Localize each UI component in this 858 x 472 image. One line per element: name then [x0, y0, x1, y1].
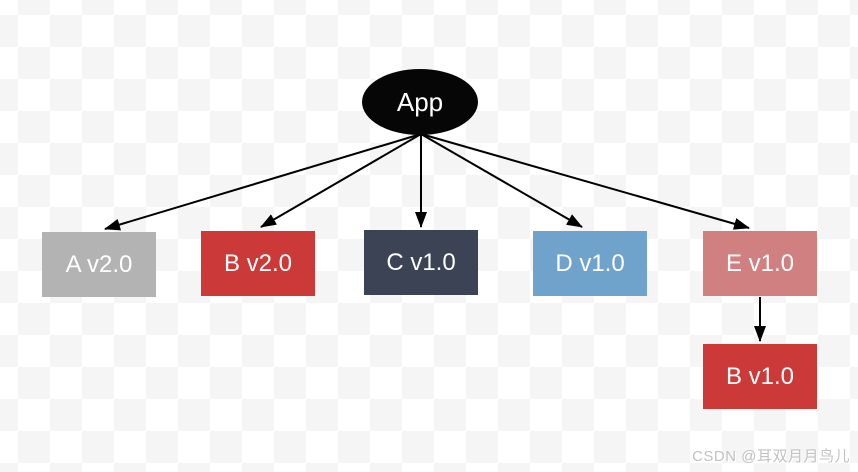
node-app: App [362, 69, 478, 135]
node-app-label: App [396, 87, 444, 117]
node-a-v2-label: A v2.0 [65, 250, 133, 278]
node-c-v1-label: C v1.0 [386, 248, 456, 276]
node-e-v1-label: E v1.0 [725, 249, 795, 277]
node-a-v2: A v2.0 [42, 232, 156, 297]
node-b-v2: B v2.0 [201, 231, 315, 296]
edge-app-to-d [420, 133, 583, 228]
node-b-v1-label: B v1.0 [725, 362, 795, 390]
node-e-v1: E v1.0 [703, 231, 817, 296]
node-d-v1-label: D v1.0 [555, 249, 625, 277]
node-d-v1: D v1.0 [533, 231, 647, 296]
node-b-v2-label: B v2.0 [223, 249, 293, 277]
edge-app-to-a [104, 133, 422, 231]
watermark: CSDN @耳双月月鸟儿 [692, 448, 850, 465]
edge-app-to-b2 [260, 133, 422, 228]
edge-app-to-e [420, 133, 750, 230]
node-b-v1: B v1.0 [703, 344, 817, 409]
node-c-v1: C v1.0 [364, 230, 478, 295]
